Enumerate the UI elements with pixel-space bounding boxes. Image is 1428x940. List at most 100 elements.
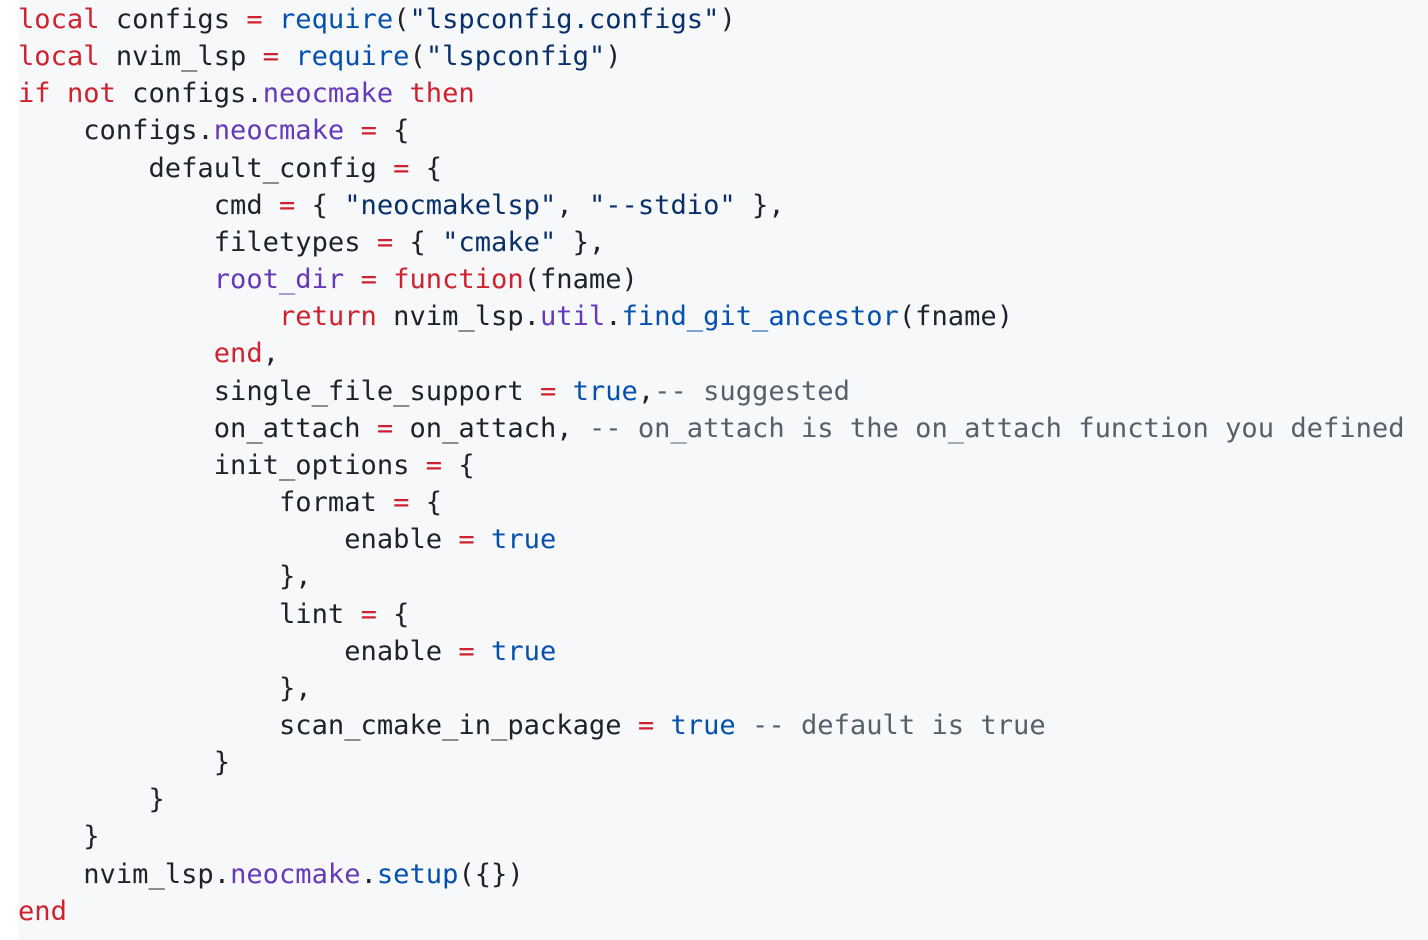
code-text-token: configs	[99, 4, 247, 35]
code-line: }	[18, 818, 1428, 855]
string-literal-token: "--stdio"	[588, 189, 736, 221]
operator-token: =	[376, 412, 394, 444]
code-line: end,	[18, 335, 1428, 372]
code-line: }	[18, 781, 1428, 818]
code-text-token: .	[605, 301, 622, 333]
code-line: root_dir = function(fname)	[18, 261, 1428, 298]
string-literal-token: "neocmakelsp"	[344, 189, 557, 221]
code-text-token	[475, 524, 491, 555]
keyword-token: if	[18, 78, 51, 110]
code-text-token: cmd	[18, 189, 279, 221]
code-text-token: },	[18, 672, 312, 704]
code-text-token: enable	[18, 524, 459, 556]
code-line: end	[18, 893, 1428, 930]
operator-token: =	[360, 115, 377, 147]
code-text-token	[393, 78, 409, 109]
keyword-token: then	[409, 78, 475, 110]
code-line: cmd = { "neocmakelsp", "--stdio" },	[18, 187, 1428, 224]
code-line: },	[18, 558, 1428, 595]
comment-token: -- suggested	[654, 375, 850, 407]
code-text-token: {	[393, 226, 443, 258]
code-text-token: (fname)	[523, 264, 638, 296]
code-text-token: enable	[18, 635, 459, 667]
code-text-token: {	[376, 598, 410, 630]
code-text-token: on_attach	[18, 412, 377, 444]
boolean-token: true	[572, 375, 638, 407]
operator-token: =	[393, 152, 410, 184]
function-name-token: require	[295, 41, 410, 73]
code-text-token: )	[719, 4, 736, 35]
string-literal-token: "lspconfig.configs"	[409, 4, 720, 35]
comment-token: -- default is true	[752, 709, 1046, 741]
operator-token: =	[425, 449, 443, 481]
code-text-token: configs.	[18, 115, 214, 147]
code-text-token	[654, 710, 670, 741]
code-text-token: {	[376, 115, 410, 147]
function-name-token: setup	[376, 858, 459, 890]
string-literal-token: "lspconfig"	[425, 41, 606, 73]
keyword-token: not	[66, 78, 116, 110]
keyword-token: end	[18, 895, 67, 927]
operator-token: =	[279, 189, 296, 221]
code-block: local configs = require("lspconfig.confi…	[18, 0, 1428, 940]
operator-token: =	[637, 709, 655, 741]
keyword-token: end	[213, 338, 263, 370]
property-token: root_dir	[213, 264, 345, 296]
operator-token: =	[458, 635, 475, 667]
code-text-token	[377, 264, 393, 295]
code-line: enable = true	[18, 633, 1428, 670]
code-text-token: )	[605, 41, 622, 73]
code-line: },	[18, 670, 1428, 707]
code-text-token: ,	[262, 338, 279, 370]
string-literal-token: "cmake"	[442, 226, 557, 258]
property-token: neocmake	[213, 115, 345, 147]
code-text-token: scan_cmake_in_package	[18, 709, 638, 741]
code-text-token: lint	[18, 598, 361, 630]
code-text-token	[51, 78, 67, 109]
code-text-token	[18, 338, 214, 369]
code-text-token: (fname)	[898, 301, 1014, 333]
function-name-token: require	[279, 4, 394, 35]
code-text-token: ({})	[458, 858, 524, 890]
code-text-token: default_config	[18, 152, 394, 184]
code-line: lint = {	[18, 596, 1428, 633]
code-text-token: configs.	[115, 78, 263, 110]
code-text-token: nvim_lsp.	[376, 301, 540, 333]
code-text-token: (	[409, 41, 426, 73]
code-line: format = {	[18, 484, 1428, 521]
code-text-token: }	[18, 747, 231, 779]
code-text-token: .	[360, 858, 377, 890]
operator-token: =	[393, 487, 410, 519]
keyword-token: local	[18, 4, 100, 35]
code-line: configs.neocmake = {	[18, 112, 1428, 149]
operator-token: =	[360, 264, 377, 296]
code-text-token: format	[18, 487, 394, 519]
code-text-token: {	[442, 449, 475, 481]
code-line: single_file_support = true,-- suggested	[18, 373, 1428, 410]
code-text-token: init_options	[18, 449, 426, 481]
code-line: }	[18, 744, 1428, 781]
operator-token: =	[376, 226, 394, 258]
code-line: filetypes = { "cmake" },	[18, 224, 1428, 261]
property-token: util	[540, 301, 606, 333]
operator-token: =	[360, 598, 377, 630]
code-text-token: single_file_support	[18, 375, 540, 407]
code-line: scan_cmake_in_package = true -- default …	[18, 707, 1428, 744]
function-name-token: find_git_ancestor	[621, 301, 899, 333]
property-token: neocmake	[262, 78, 394, 110]
code-line: return nvim_lsp.util.find_git_ancestor(f…	[18, 298, 1428, 335]
code-line: if not configs.neocmake then	[18, 75, 1428, 112]
boolean-token: true	[491, 524, 557, 556]
code-text-token: on_attach,	[393, 412, 589, 444]
code-text-token: ,	[637, 375, 655, 407]
code-line: enable = true	[18, 521, 1428, 558]
code-text-token: },	[556, 226, 606, 258]
code-text-token	[475, 636, 491, 667]
code-text-token: {	[295, 189, 345, 221]
code-text-token	[344, 264, 360, 295]
operator-token: =	[458, 524, 475, 556]
operator-token: =	[539, 375, 557, 407]
code-text-token: nvim_lsp	[99, 41, 263, 73]
boolean-token: true	[491, 635, 557, 667]
comment-token: -- on_attach is the on_attach function y…	[588, 412, 1405, 444]
